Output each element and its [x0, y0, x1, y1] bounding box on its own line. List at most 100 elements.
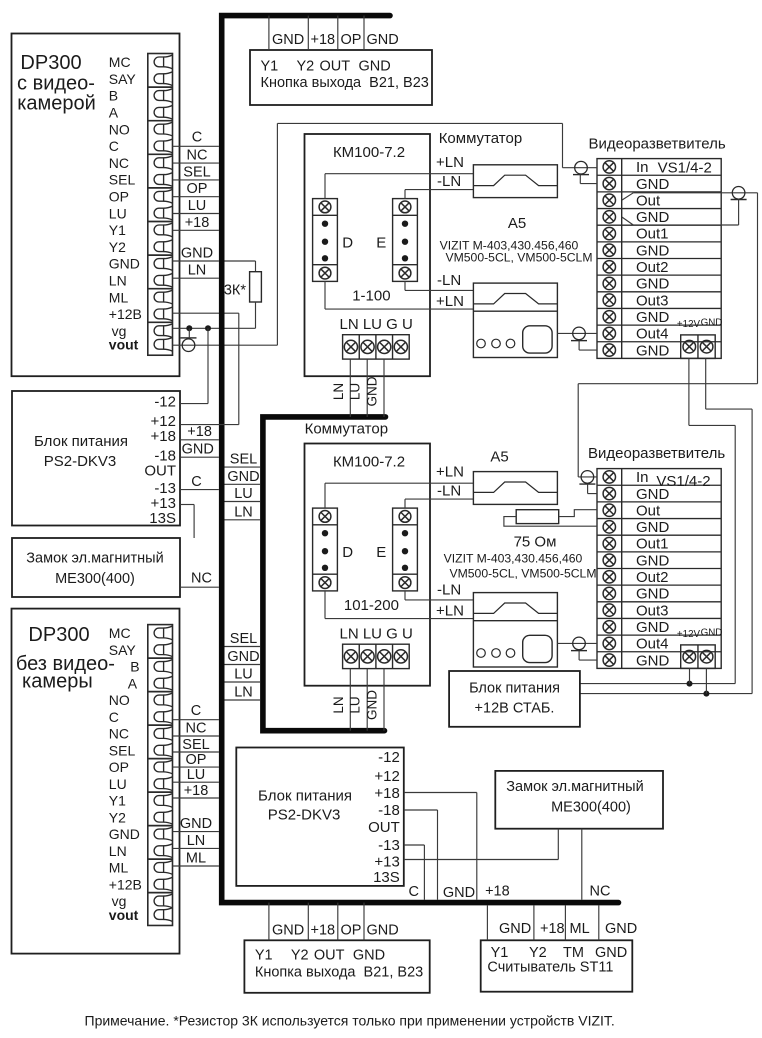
svg-text:Out4: Out4: [636, 326, 669, 343]
svg-text:LN LU G U: LN LU G U: [340, 316, 413, 333]
svg-text:+13: +13: [374, 854, 399, 871]
svg-text:-18: -18: [154, 448, 176, 465]
svg-text:-LN: -LN: [437, 582, 461, 599]
svg-text:LU: LU: [187, 767, 206, 783]
svg-text:E: E: [376, 544, 386, 561]
svg-text:Видеоразветвитель: Видеоразветвитель: [588, 445, 725, 462]
svg-text:NC: NC: [109, 726, 129, 742]
svg-text:OP: OP: [187, 181, 208, 197]
svg-text:NC: NC: [191, 571, 212, 587]
svg-text:LU: LU: [348, 383, 363, 400]
svg-text:+12В: +12В: [109, 306, 142, 322]
svg-text:In: In: [636, 159, 649, 176]
svg-text:VS1/4-2: VS1/4-2: [658, 159, 712, 176]
svg-text:GND: GND: [636, 619, 670, 636]
svg-text:Кнопка выхода В21, В23: Кнопка выхода В21, В23: [261, 75, 429, 91]
svg-text:+12: +12: [374, 768, 399, 785]
svg-text:vout: vout: [109, 337, 139, 353]
svg-text:GND: GND: [367, 923, 399, 939]
svg-text:камерой: камерой: [17, 93, 96, 115]
svg-text:VM500-5CL, VM500-5CLM: VM500-5CL, VM500-5CLM: [450, 567, 597, 581]
svg-text:+LN: +LN: [436, 602, 464, 619]
svg-text:GND: GND: [182, 442, 214, 458]
svg-text:C: C: [109, 138, 119, 154]
svg-text:-12: -12: [154, 394, 176, 411]
svg-text:Out1: Out1: [636, 536, 669, 553]
svg-text:GND: GND: [636, 309, 670, 326]
svg-text:NO: NO: [109, 121, 130, 137]
svg-text:Out: Out: [636, 502, 661, 519]
svg-text:+12В: +12В: [109, 876, 142, 892]
svg-text:OUT: OUT: [368, 819, 400, 836]
svg-text:Коммутатор: Коммутатор: [439, 130, 522, 147]
svg-text:GND: GND: [227, 469, 259, 485]
svg-text:C: C: [191, 474, 201, 490]
svg-text:+18: +18: [311, 32, 336, 48]
svg-text:+18: +18: [485, 884, 510, 900]
svg-text:OUT: OUT: [320, 59, 351, 75]
svg-text:GND: GND: [636, 342, 670, 359]
svg-text:+18: +18: [311, 923, 336, 939]
svg-text:-LN: -LN: [437, 483, 461, 500]
svg-text:OUT: OUT: [144, 463, 176, 480]
svg-text:PS2-DKV3: PS2-DKV3: [44, 453, 117, 470]
svg-text:GND: GND: [272, 32, 304, 48]
svg-text:GND: GND: [636, 552, 670, 569]
svg-text:GND: GND: [443, 885, 475, 901]
svg-text:GND: GND: [636, 486, 670, 503]
svg-text:+18: +18: [185, 215, 210, 231]
svg-text:LN: LN: [109, 273, 127, 289]
svg-text:vg: vg: [112, 323, 127, 339]
svg-text:GND: GND: [180, 816, 212, 832]
svg-text:+18: +18: [540, 921, 565, 937]
svg-text:LN: LN: [188, 263, 207, 279]
svg-text:LN: LN: [187, 833, 206, 849]
svg-text:LN: LN: [109, 843, 127, 859]
svg-text:Out3: Out3: [636, 602, 669, 619]
svg-text:Y1: Y1: [255, 948, 273, 964]
svg-text:КМ100-7.2: КМ100-7.2: [333, 454, 405, 471]
svg-text:+18: +18: [374, 785, 399, 802]
svg-text:МЕ300(400): МЕ300(400): [551, 800, 631, 816]
svg-text:Out2: Out2: [636, 569, 669, 586]
svg-text:Блок питания: Блок питания: [469, 681, 560, 697]
svg-text:13S: 13S: [373, 869, 400, 886]
svg-text:Y2: Y2: [529, 945, 547, 961]
svg-text:LN: LN: [234, 685, 253, 701]
svg-text:LN: LN: [331, 383, 346, 400]
svg-text:GND: GND: [636, 586, 670, 603]
svg-text:VIZIT М-403,430.456,460: VIZIT М-403,430.456,460: [440, 239, 579, 253]
svg-text:LN LU G U: LN LU G U: [340, 626, 413, 643]
svg-text:Замок эл.магнитный: Замок эл.магнитный: [26, 551, 163, 567]
svg-text:GND: GND: [181, 246, 213, 262]
svg-text:D: D: [342, 544, 353, 561]
svg-text:OP: OP: [341, 32, 362, 48]
svg-text:OP: OP: [341, 923, 362, 939]
svg-text:с видео-: с видео-: [17, 73, 95, 95]
svg-text:Out4: Out4: [636, 636, 669, 653]
svg-text:NC: NC: [187, 148, 208, 164]
svg-text:3К*: 3К*: [224, 283, 247, 299]
svg-text:Y1: Y1: [109, 793, 126, 809]
svg-text:Примечание. *Резистор 3К испол: Примечание. *Резистор 3К используется то…: [85, 1013, 615, 1029]
svg-text:GND: GND: [367, 32, 399, 48]
svg-text:GND: GND: [636, 242, 670, 259]
svg-text:101-200: 101-200: [344, 597, 399, 614]
svg-text:+LN: +LN: [436, 464, 464, 481]
svg-text:NC: NC: [590, 884, 611, 900]
svg-text:VM500-5CL, VM500-5CLM: VM500-5CL, VM500-5CLM: [446, 251, 593, 265]
svg-text:MC: MC: [109, 54, 131, 70]
svg-text:-13: -13: [154, 480, 176, 497]
svg-text:GND: GND: [636, 209, 670, 226]
svg-text:In: In: [636, 469, 649, 486]
svg-text:NO: NO: [109, 692, 130, 708]
svg-text:SEL: SEL: [230, 452, 257, 468]
svg-text:SEL: SEL: [182, 737, 209, 753]
svg-text:GND: GND: [701, 318, 723, 329]
svg-text:-LN: -LN: [437, 272, 461, 289]
svg-text:ML: ML: [109, 860, 129, 876]
svg-text:GND: GND: [109, 826, 140, 842]
svg-text:LU: LU: [109, 776, 127, 792]
svg-text:NC: NC: [186, 721, 207, 737]
svg-text:КМ100-7.2: КМ100-7.2: [333, 144, 405, 161]
